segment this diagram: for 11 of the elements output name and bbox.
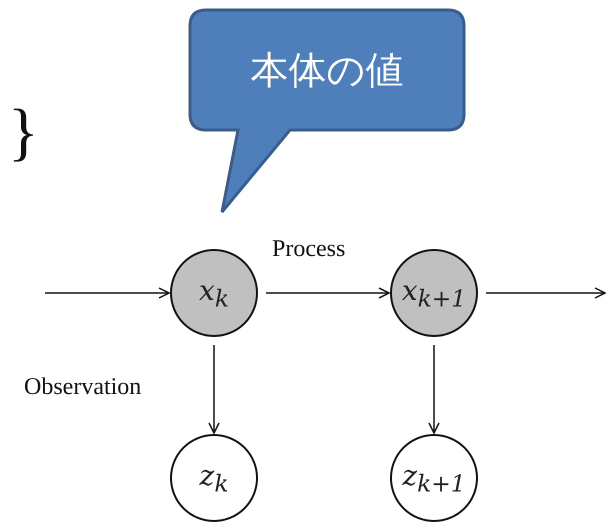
callout-text: 本体の値 — [250, 46, 404, 94]
variable-label: z$_{k+1}$ — [402, 458, 466, 498]
variable-label: x$_{k}$ — [199, 274, 229, 312]
variable-label: z$_{k}$ — [200, 458, 228, 498]
arrow — [45, 287, 170, 299]
arrow — [486, 287, 606, 299]
speech-bubble — [186, 6, 468, 216]
brace: } — [8, 100, 39, 164]
variable-label: x$_{k+1}$ — [402, 274, 466, 312]
arrow — [266, 287, 390, 299]
arrow — [208, 345, 220, 434]
